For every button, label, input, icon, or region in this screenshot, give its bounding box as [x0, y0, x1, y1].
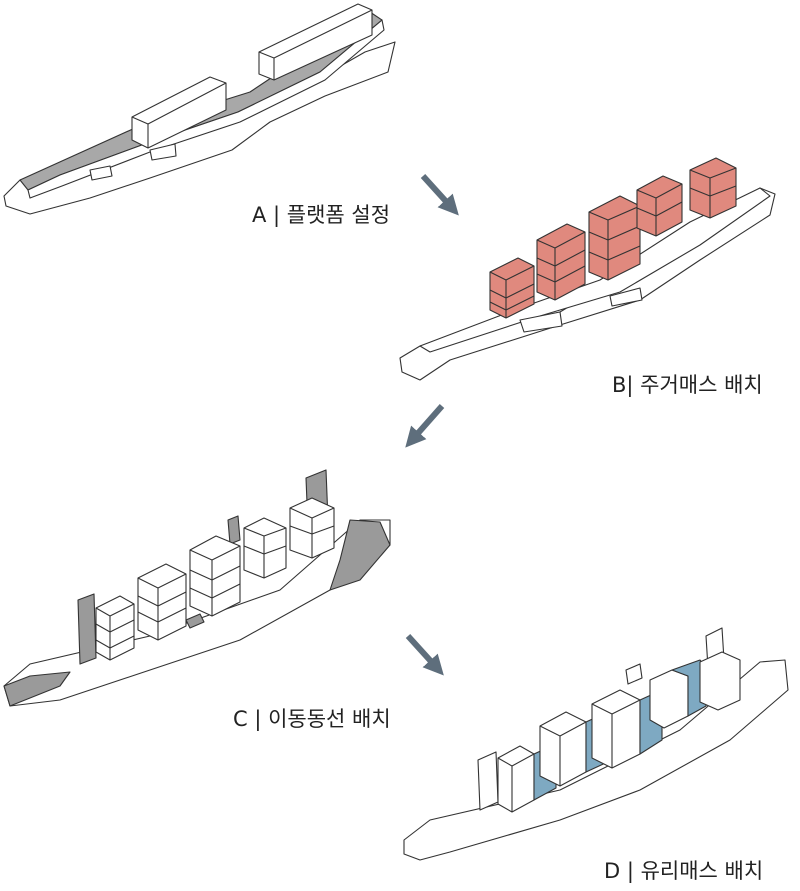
- circulation-ramp-left: [3, 671, 71, 707]
- circulation-mass-3: [189, 535, 241, 617]
- circulation-core-1: [77, 593, 97, 665]
- step-d-label: D | 유리매스 배치: [604, 859, 763, 884]
- residential-mass-1: [489, 257, 535, 319]
- step-b-label: B| 주거매스 배치: [612, 373, 763, 398]
- arrow-down-left-icon: [405, 404, 445, 448]
- glass-mass-4: [649, 659, 707, 729]
- step-d-diagram: [403, 627, 789, 861]
- glass-mass-3: [591, 689, 663, 769]
- circulation-mass-4: [243, 517, 287, 579]
- step-a-label: A | 플랫폼 설정: [252, 203, 390, 228]
- glass-mass-5: [699, 651, 741, 711]
- circulation-core-2: [227, 515, 241, 545]
- step-c-diagram: [3, 469, 391, 707]
- residential-mass-4: [636, 175, 683, 237]
- step-c-label: C | 이동동선 배치: [233, 707, 391, 732]
- circulation-mass-1: [95, 595, 135, 661]
- residential-mass-3: [588, 195, 641, 281]
- step-a-diagram: [3, 3, 396, 215]
- arrow-down-right-icon: [420, 173, 459, 216]
- arrow-down-right-icon: [405, 633, 444, 676]
- circulation-ramp-right: [329, 519, 391, 591]
- circulation-mass-5: [289, 497, 335, 559]
- circulation-mass-2: [137, 563, 187, 641]
- initial-mass-2: [258, 3, 373, 81]
- residential-mass-2: [536, 223, 586, 301]
- step-b-diagram: [399, 157, 776, 381]
- residential-mass-5: [689, 157, 737, 219]
